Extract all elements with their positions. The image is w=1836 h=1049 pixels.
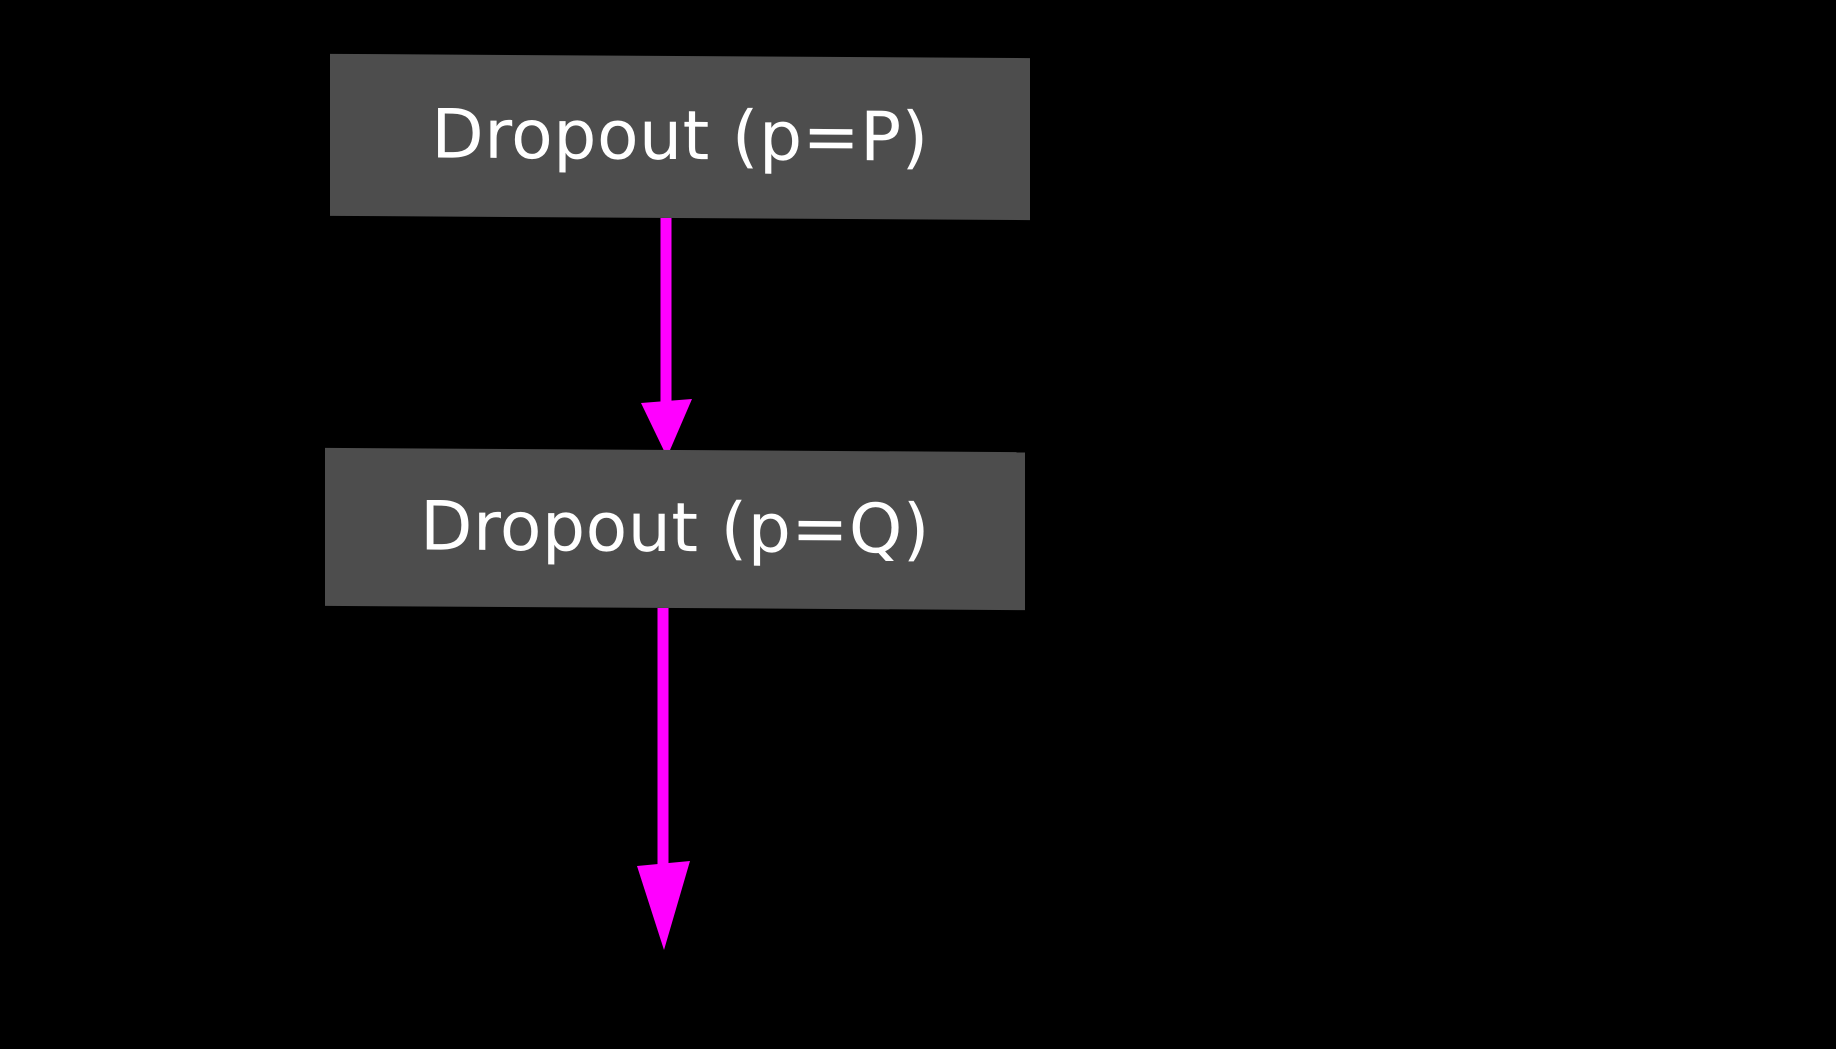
- node-dropout-p-label: Dropout (p=P): [431, 95, 929, 178]
- node-dropout-q-label: Dropout (p=Q): [420, 487, 930, 570]
- node-dropout-q[interactable]: Dropout (p=Q): [325, 447, 1025, 611]
- arrowhead-icon: [641, 399, 692, 457]
- node-dropout-p[interactable]: Dropout (p=P): [330, 53, 1030, 221]
- arrowhead-icon: [637, 861, 690, 950]
